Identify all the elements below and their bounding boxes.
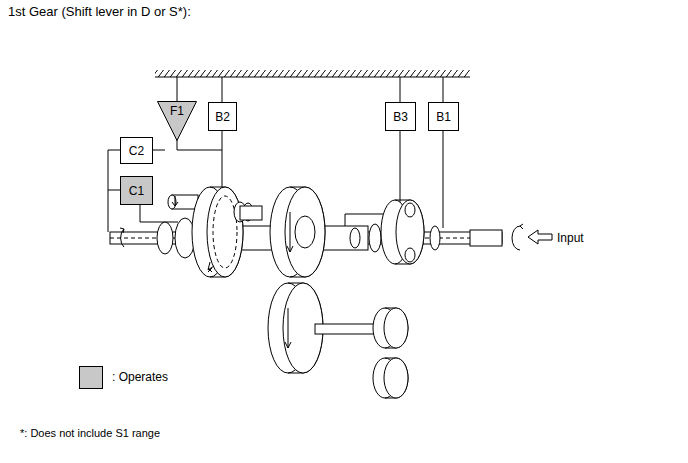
clutch-brake-box: B1 [428, 102, 459, 131]
clutch-brake-box: B2 [208, 102, 237, 131]
element-label: B3 [393, 110, 408, 124]
clutch-brake-box: B3 [385, 102, 416, 131]
legend-swatch [79, 366, 103, 389]
one-way-clutch-triangle: F1 [157, 101, 197, 141]
legend-text: : Operates [112, 370, 168, 384]
element-label: F1 [170, 104, 184, 118]
element-label: C1 [129, 184, 144, 198]
clutch-brake-box: C2 [120, 137, 153, 164]
clutch-brake-box: C1 [120, 176, 153, 205]
diagram-title: 1st Gear (Shift lever in D or S*): [8, 4, 191, 19]
input-label: Input [557, 231, 584, 245]
element-label: B2 [215, 110, 230, 124]
element-label: B1 [436, 110, 451, 124]
footnote: *: Does not include S1 range [20, 427, 160, 439]
element-label: C2 [129, 144, 144, 158]
